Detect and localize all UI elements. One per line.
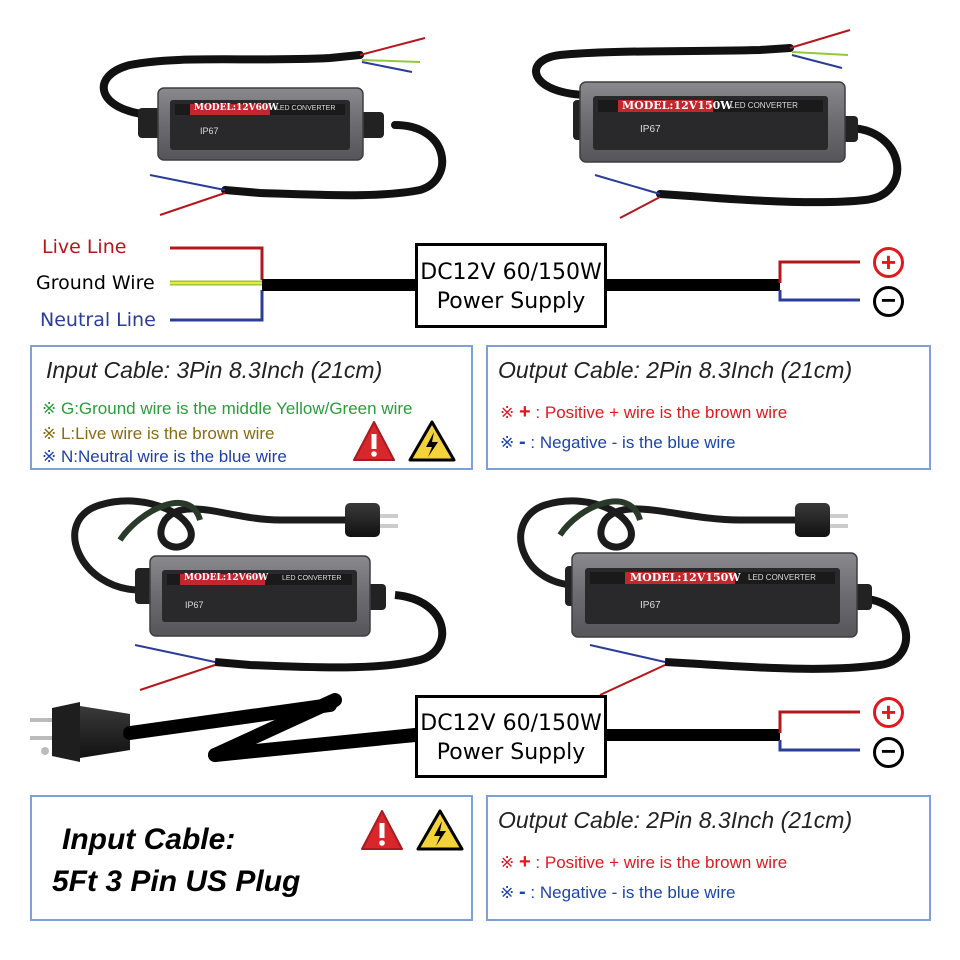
ground-wire-label: Ground Wire (36, 272, 155, 294)
wiring-bottom (30, 693, 860, 762)
negative-note-text: : Negative - is the blue wire (530, 433, 736, 452)
note-mark: ※ (500, 883, 515, 902)
output-cable-title: Output Cable: 2Pin 8.3Inch (21cm) (498, 807, 853, 833)
ps-bottom-line1: DC12V 60/150W (420, 711, 602, 736)
negative-note-text: : Negative - is the blue wire (530, 883, 736, 902)
note-mark: ※ (500, 433, 515, 452)
high-voltage-icon (408, 420, 456, 462)
psu-top-left-model: MODEL:12V60W (194, 103, 279, 113)
ps-top-line1: DC12V 60/150W (420, 260, 602, 285)
psu-top-left (99, 37, 447, 216)
psu-top-right-ip: IP67 (640, 124, 661, 135)
positive-note: ※ + : Positive + wire is the brown wire (500, 851, 787, 874)
minus-terminal-icon: − (873, 737, 904, 768)
psu-bottom-left-converter: LED CONVERTER (282, 575, 342, 582)
positive-symbol: + (518, 851, 531, 873)
output-cable-title: Output Cable: 2Pin 8.3Inch (21cm) (498, 357, 853, 383)
danger-exclamation-icon (361, 810, 403, 850)
danger-exclamation-icon (353, 421, 395, 461)
negative-note: ※ - : Negative - is the blue wire (500, 431, 735, 454)
power-supply-box-top: DC12V 60/150W Power Supply (415, 243, 607, 328)
input-cable-box-top: Input Cable: 3Pin 8.3Inch (21cm) ※ G:Gro… (30, 345, 473, 470)
live-line-label: Live Line (42, 236, 127, 258)
input-cable-plug-subtitle: 5Ft 3 Pin US Plug (52, 865, 301, 898)
ground-note-text: G:Ground wire is the middle Yellow/Green… (60, 399, 413, 418)
psu-bottom-left-ip: IP67 (185, 600, 204, 610)
note-mark: ※ (500, 403, 515, 422)
psu-top-left-converter: LED CONVERTER (276, 105, 336, 112)
note-mark: ※ (500, 853, 515, 872)
psu-bottom-right-model: MODEL:12V150W (630, 571, 741, 584)
positive-note-text: : Positive + wire is the brown wire (535, 403, 788, 422)
live-note-text: L:Live wire is the brown wire (60, 424, 275, 443)
psu-bottom-left (71, 497, 447, 691)
negative-note: ※ - : Negative - is the blue wire (500, 881, 735, 904)
psu-bottom-right-ip: IP67 (640, 600, 661, 611)
psu-top-right-converter: LED CONVERTER (730, 101, 798, 110)
output-cable-box-bottom: Output Cable: 2Pin 8.3Inch (21cm) ※ + : … (486, 795, 931, 921)
positive-note-text: : Positive + wire is the brown wire (535, 853, 788, 872)
neutral-note-text: N:Neutral wire is the blue wire (60, 447, 287, 466)
neutral-line-label: Neutral Line (40, 309, 156, 331)
plus-terminal-icon: + (873, 247, 904, 278)
note-mark: ※ (42, 424, 61, 443)
psu-top-right (532, 29, 902, 219)
input-cable-box-bottom: Input Cable: 5Ft 3 Pin US Plug (30, 795, 473, 921)
input-cable-plug-title: Input Cable: (62, 823, 236, 856)
neutral-note: ※ N:Neutral wire is the blue wire (42, 447, 287, 467)
positive-symbol: + (518, 401, 531, 423)
plus-terminal-icon: + (873, 697, 904, 728)
psu-bottom-left-model: MODEL:12V60W (184, 573, 269, 583)
note-mark: ※ (42, 399, 61, 418)
ps-top-line2: Power Supply (436, 289, 586, 314)
high-voltage-icon (416, 809, 464, 851)
note-mark: ※ (42, 447, 61, 466)
psu-top-left-ip: IP67 (200, 126, 219, 136)
wiring-top (170, 246, 860, 322)
positive-note: ※ + : Positive + wire is the brown wire (500, 401, 787, 424)
psu-bottom-right (517, 497, 910, 696)
minus-terminal-icon: − (873, 286, 904, 317)
ground-note: ※ G:Ground wire is the middle Yellow/Gre… (42, 399, 412, 419)
psu-top-right-model: MODEL:12V150W (622, 99, 733, 112)
live-note: ※ L:Live wire is the brown wire (42, 424, 275, 444)
power-supply-box-bottom: DC12V 60/150W Power Supply (415, 695, 607, 778)
negative-symbol: - (518, 431, 526, 453)
output-cable-box-top: Output Cable: 2Pin 8.3Inch (21cm) ※ + : … (486, 345, 931, 470)
negative-symbol: - (518, 881, 526, 903)
ps-bottom-line2: Power Supply (436, 740, 586, 765)
psu-bottom-right-converter: LED CONVERTER (748, 573, 816, 582)
input-cable-title: Input Cable: 3Pin 8.3Inch (21cm) (46, 357, 383, 383)
